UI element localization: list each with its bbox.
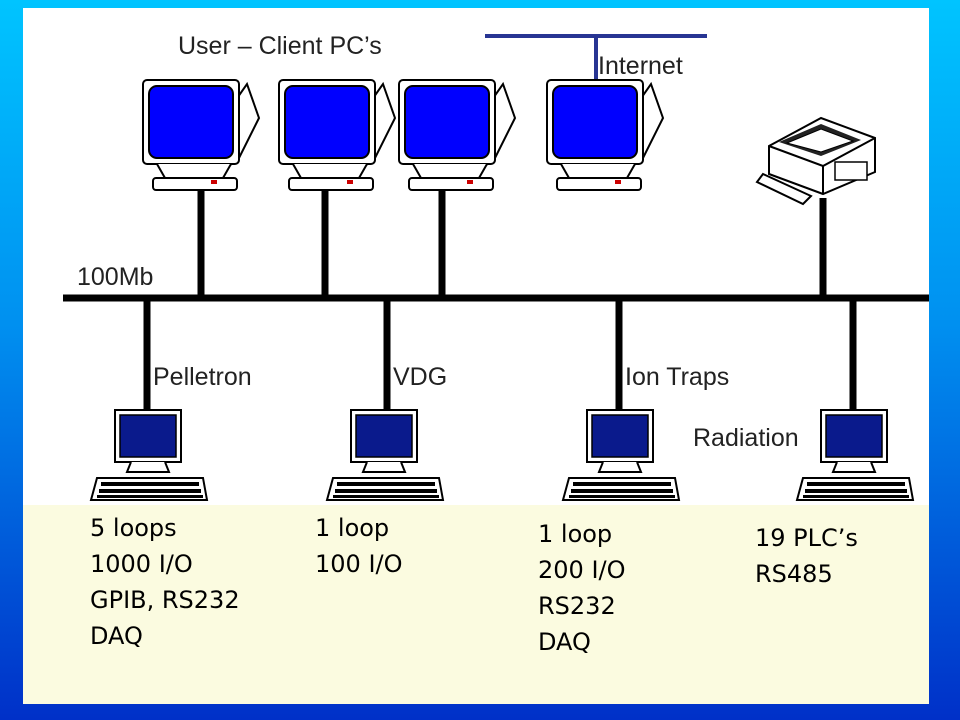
- clients-title: User – Client PC’s: [178, 32, 382, 60]
- radiation-label: Radiation: [693, 424, 799, 452]
- note-line: 1 loop: [315, 514, 390, 542]
- vdg-notes: 1 loop 100 I/O: [315, 510, 403, 582]
- printer-icon: [756, 117, 876, 205]
- note-line: 200 I/O: [538, 556, 626, 584]
- note-line: RS485: [755, 560, 833, 588]
- pelletron-workstation-icon: [90, 409, 208, 501]
- note-line: DAQ: [90, 622, 143, 650]
- note-line: 19 PLC’s: [755, 524, 858, 552]
- note-line: GPIB, RS232: [90, 586, 240, 614]
- ion-traps-workstation-icon: [562, 409, 680, 501]
- backbone-label: 100Mb: [77, 263, 154, 291]
- network-diagram: [63, 34, 929, 501]
- note-line: RS232: [538, 592, 616, 620]
- note-line: 1000 I/O: [90, 550, 193, 578]
- internet-pc-icon: [546, 79, 664, 191]
- client-pc-icon: [398, 79, 516, 191]
- client-pc-icon: [142, 79, 260, 191]
- ion-traps-label: Ion Traps: [625, 363, 730, 391]
- note-line: 1 loop: [538, 520, 613, 548]
- client-pc-icon: [278, 79, 396, 191]
- internet-label: Internet: [598, 52, 683, 80]
- ion-traps-notes: 1 loop 200 I/O RS232 DAQ: [538, 516, 626, 660]
- radiation-notes: 19 PLC’s RS485: [755, 520, 858, 592]
- notes-panel: [23, 505, 929, 704]
- radiation-workstation-icon: [796, 409, 914, 501]
- vdg-workstation-icon: [326, 409, 444, 501]
- note-line: DAQ: [538, 628, 591, 656]
- pelletron-label: Pelletron: [153, 363, 252, 391]
- note-line: 100 I/O: [315, 550, 403, 578]
- slide: User – Client PC’s Internet 100Mb Pellet…: [23, 8, 929, 704]
- vdg-label: VDG: [393, 363, 448, 391]
- note-line: 5 loops: [90, 514, 177, 542]
- pelletron-notes: 5 loops 1000 I/O GPIB, RS232 DAQ: [90, 510, 240, 654]
